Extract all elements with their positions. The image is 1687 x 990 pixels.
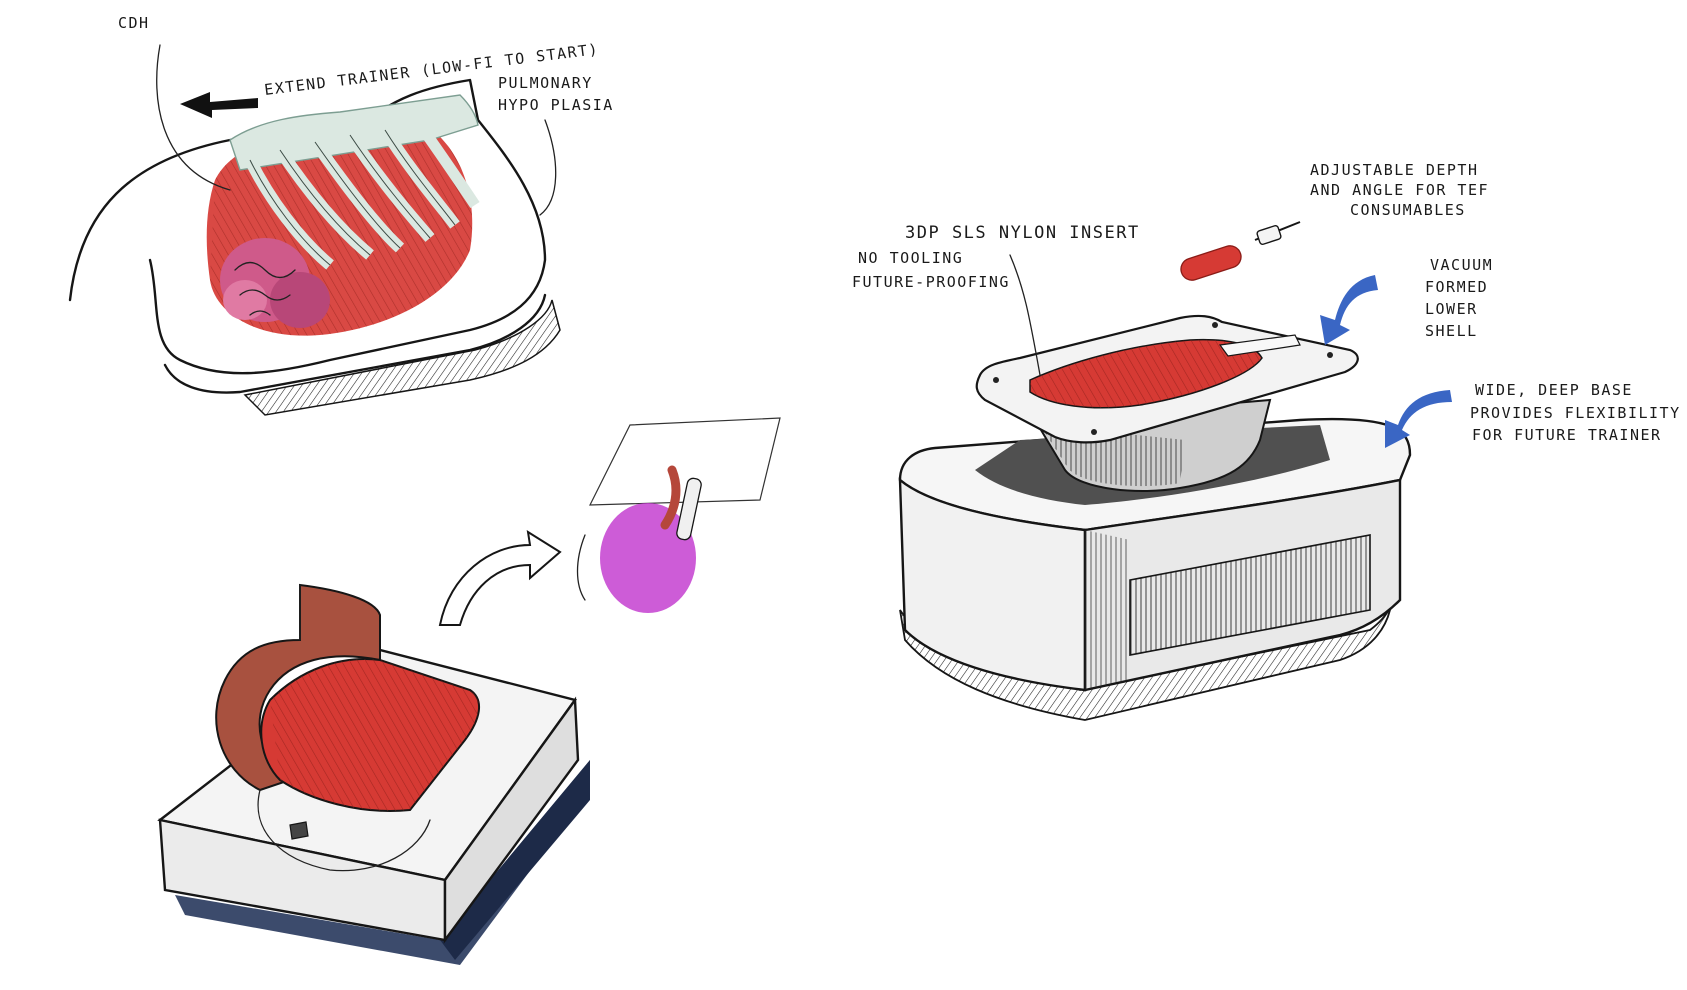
cdh-trainer-sketch: CDH EXTEND TRAINER (LOW-FI TO START) PUL…: [70, 14, 614, 415]
label-adjustable-line2: AND ANGLE FOR TEF: [1310, 181, 1489, 199]
label-pulmonary-line2: HYPO PLASIA: [498, 96, 614, 114]
label-base-line1: WIDE, DEEP BASE: [1475, 381, 1633, 399]
heart-outline-arc: [578, 535, 586, 600]
label-vacuum-line2: FORMED: [1425, 278, 1488, 296]
insert-arrow-icon: [440, 532, 560, 625]
airway-tube: [665, 470, 676, 525]
label-insert-line3: FUTURE-PROOFING: [852, 273, 1010, 291]
flap-module-sketch: [160, 418, 780, 965]
base-module-sketch: ADJUSTABLE DEPTH AND ANGLE FOR TEF CONSU…: [852, 161, 1681, 720]
vacuum-arrow-icon: [1320, 275, 1378, 345]
label-cdh: CDH: [118, 14, 150, 32]
label-adjustable-line1: ADJUSTABLE DEPTH: [1310, 161, 1479, 179]
label-vacuum-line4: SHELL: [1425, 322, 1478, 340]
label-pulmonary-line1: PULMONARY: [498, 74, 593, 92]
cdh-leader-line: [157, 45, 230, 190]
label-adjustable-line3: CONSUMABLES: [1350, 201, 1466, 219]
extend-arrow-icon: [180, 92, 258, 118]
label-base-line2: PROVIDES FLEXIBILITY: [1470, 404, 1681, 422]
module-marker-icon: [290, 822, 308, 839]
pulmonary-leader-line: [540, 120, 556, 215]
label-vacuum-line1: VACUUM: [1430, 256, 1493, 274]
label-base-line3: FOR FUTURE TRAINER: [1472, 426, 1662, 444]
label-vacuum-line3: LOWER: [1425, 300, 1478, 318]
base-arrow-icon: [1385, 390, 1452, 448]
label-insert-line1: 3DP SLS NYLON INSERT: [905, 223, 1140, 243]
label-insert-line2: NO TOOLING: [858, 249, 963, 267]
tef-consumable: [1178, 243, 1244, 283]
consumable-connector: [1256, 225, 1281, 245]
